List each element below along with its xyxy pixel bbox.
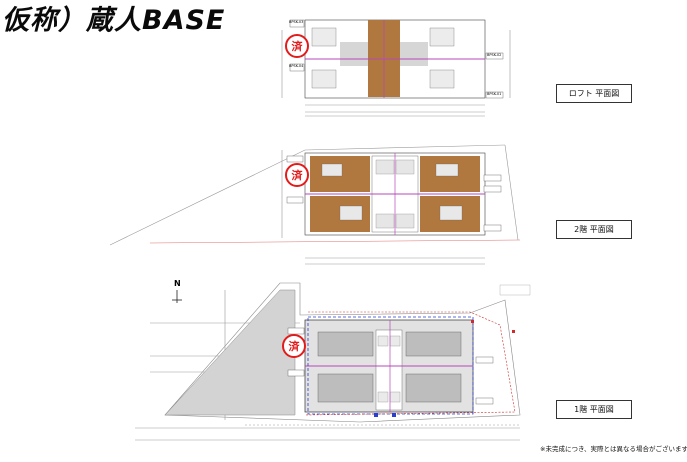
stamp-first-floor: 済 [282,334,306,358]
second-floor-label: 2階 平面図 [556,220,632,239]
footer-note: ※未完成につき、実際とは異なる場合がございます。 [540,445,687,453]
page-title: 仮称）蔵人BASE [2,5,226,36]
first-floor-label: 1階 平面図 [556,400,632,419]
unit-label-loft-1: BPSK-03 [289,20,304,24]
unit-label-loft-2: BPSK-04 [289,64,304,68]
north-label: N [174,279,181,288]
unit-label-loft-3: BPSK-02 [487,53,502,57]
stamp-second-floor: 済 [285,163,309,187]
stamp-loft: 済 [285,34,309,58]
unit-label-loft-4: BPSK-01 [487,92,502,96]
loft-floor-label: ロフト 平面図 [556,84,632,103]
north-arrow [172,290,182,303]
